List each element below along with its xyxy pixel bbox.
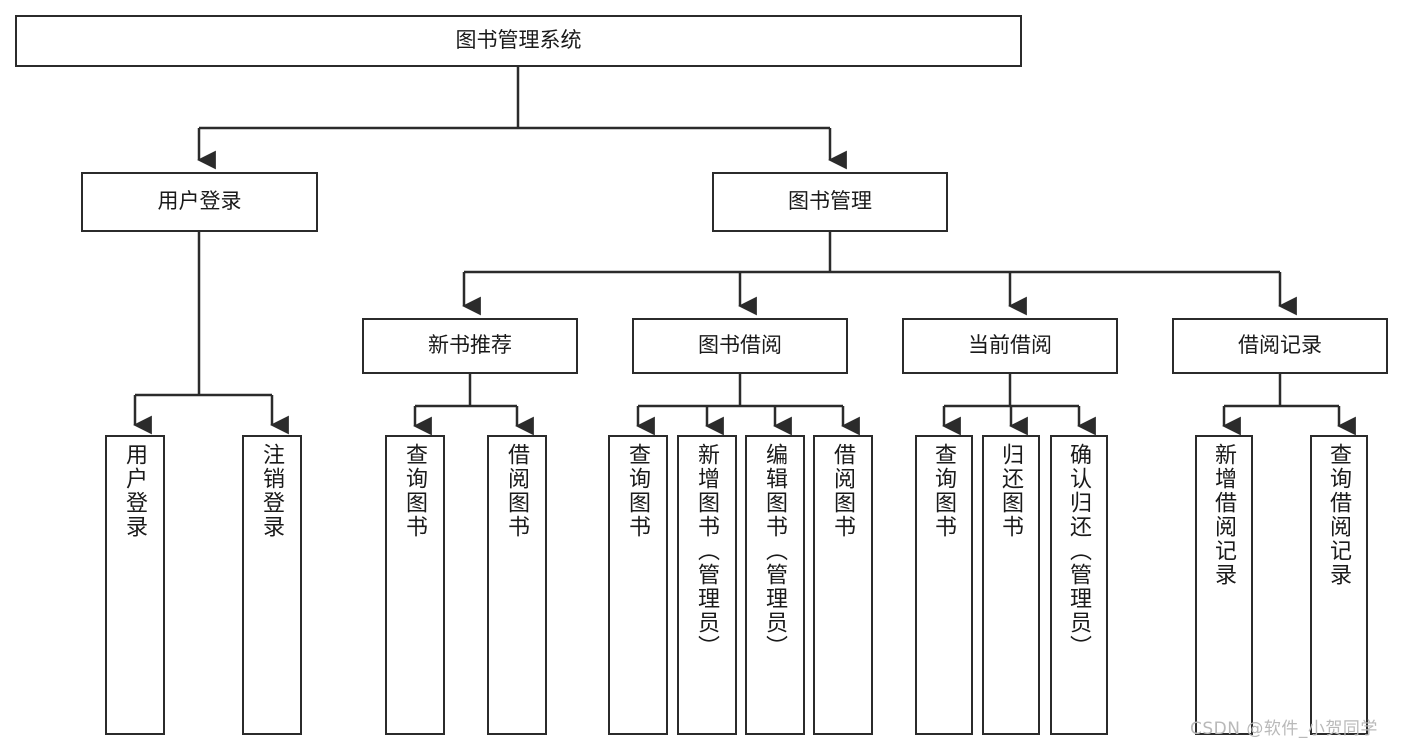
node-leaf-confirm-return[interactable]: 确认归还（管理员） xyxy=(1050,435,1108,735)
node-label: 新增借阅记录 xyxy=(1212,443,1237,587)
node-leaf-add-record[interactable]: 新增借阅记录 xyxy=(1195,435,1253,735)
node-label: 图书管理 xyxy=(788,190,872,214)
node-book-borrow[interactable]: 图书借阅 xyxy=(632,318,848,374)
node-label: 图书借阅 xyxy=(698,334,782,358)
node-user-login[interactable]: 用户登录 xyxy=(81,172,318,232)
node-label: 当前借阅 xyxy=(968,334,1052,358)
node-current-borrow[interactable]: 当前借阅 xyxy=(902,318,1118,374)
node-label: 用户登录 xyxy=(157,190,242,214)
node-leaf-borrow-book-1[interactable]: 借阅图书 xyxy=(487,435,547,735)
node-label: 新增图书（管理员） xyxy=(695,443,720,659)
node-label: 编辑图书（管理员） xyxy=(763,443,788,659)
node-book-management[interactable]: 图书管理 xyxy=(712,172,948,232)
node-label: 查询借阅记录 xyxy=(1327,443,1352,587)
node-label: 确认归还（管理员） xyxy=(1067,443,1092,659)
node-root-system[interactable]: 图书管理系统 xyxy=(15,15,1022,67)
node-label: 借阅图书 xyxy=(831,443,856,539)
node-label: 查询图书 xyxy=(932,443,957,539)
node-new-book-recommend[interactable]: 新书推荐 xyxy=(362,318,578,374)
node-label: 注销登录 xyxy=(260,443,285,539)
node-label: 查询图书 xyxy=(403,443,428,539)
node-leaf-user-login[interactable]: 用户登录 xyxy=(105,435,165,735)
node-leaf-query-record[interactable]: 查询借阅记录 xyxy=(1310,435,1368,735)
node-label: 借阅图书 xyxy=(505,443,530,539)
node-label: 新书推荐 xyxy=(428,334,512,358)
node-label: 图书管理系统 xyxy=(455,29,582,53)
node-leaf-user-logout[interactable]: 注销登录 xyxy=(242,435,302,735)
node-borrow-record[interactable]: 借阅记录 xyxy=(1172,318,1388,374)
node-leaf-add-book[interactable]: 新增图书（管理员） xyxy=(677,435,737,735)
node-label: 用户登录 xyxy=(123,443,148,539)
node-label: 借阅记录 xyxy=(1238,334,1322,358)
node-leaf-return-book[interactable]: 归还图书 xyxy=(982,435,1040,735)
node-leaf-edit-book[interactable]: 编辑图书（管理员） xyxy=(745,435,805,735)
node-leaf-query-book-2[interactable]: 查询图书 xyxy=(608,435,668,735)
csdn-watermark: CSDN @软件_小贺同学 xyxy=(1190,719,1378,739)
node-label: 归还图书 xyxy=(999,443,1024,539)
node-leaf-query-book-1[interactable]: 查询图书 xyxy=(385,435,445,735)
node-label: 查询图书 xyxy=(626,443,651,539)
node-leaf-borrow-book-2[interactable]: 借阅图书 xyxy=(813,435,873,735)
node-leaf-query-book-3[interactable]: 查询图书 xyxy=(915,435,973,735)
